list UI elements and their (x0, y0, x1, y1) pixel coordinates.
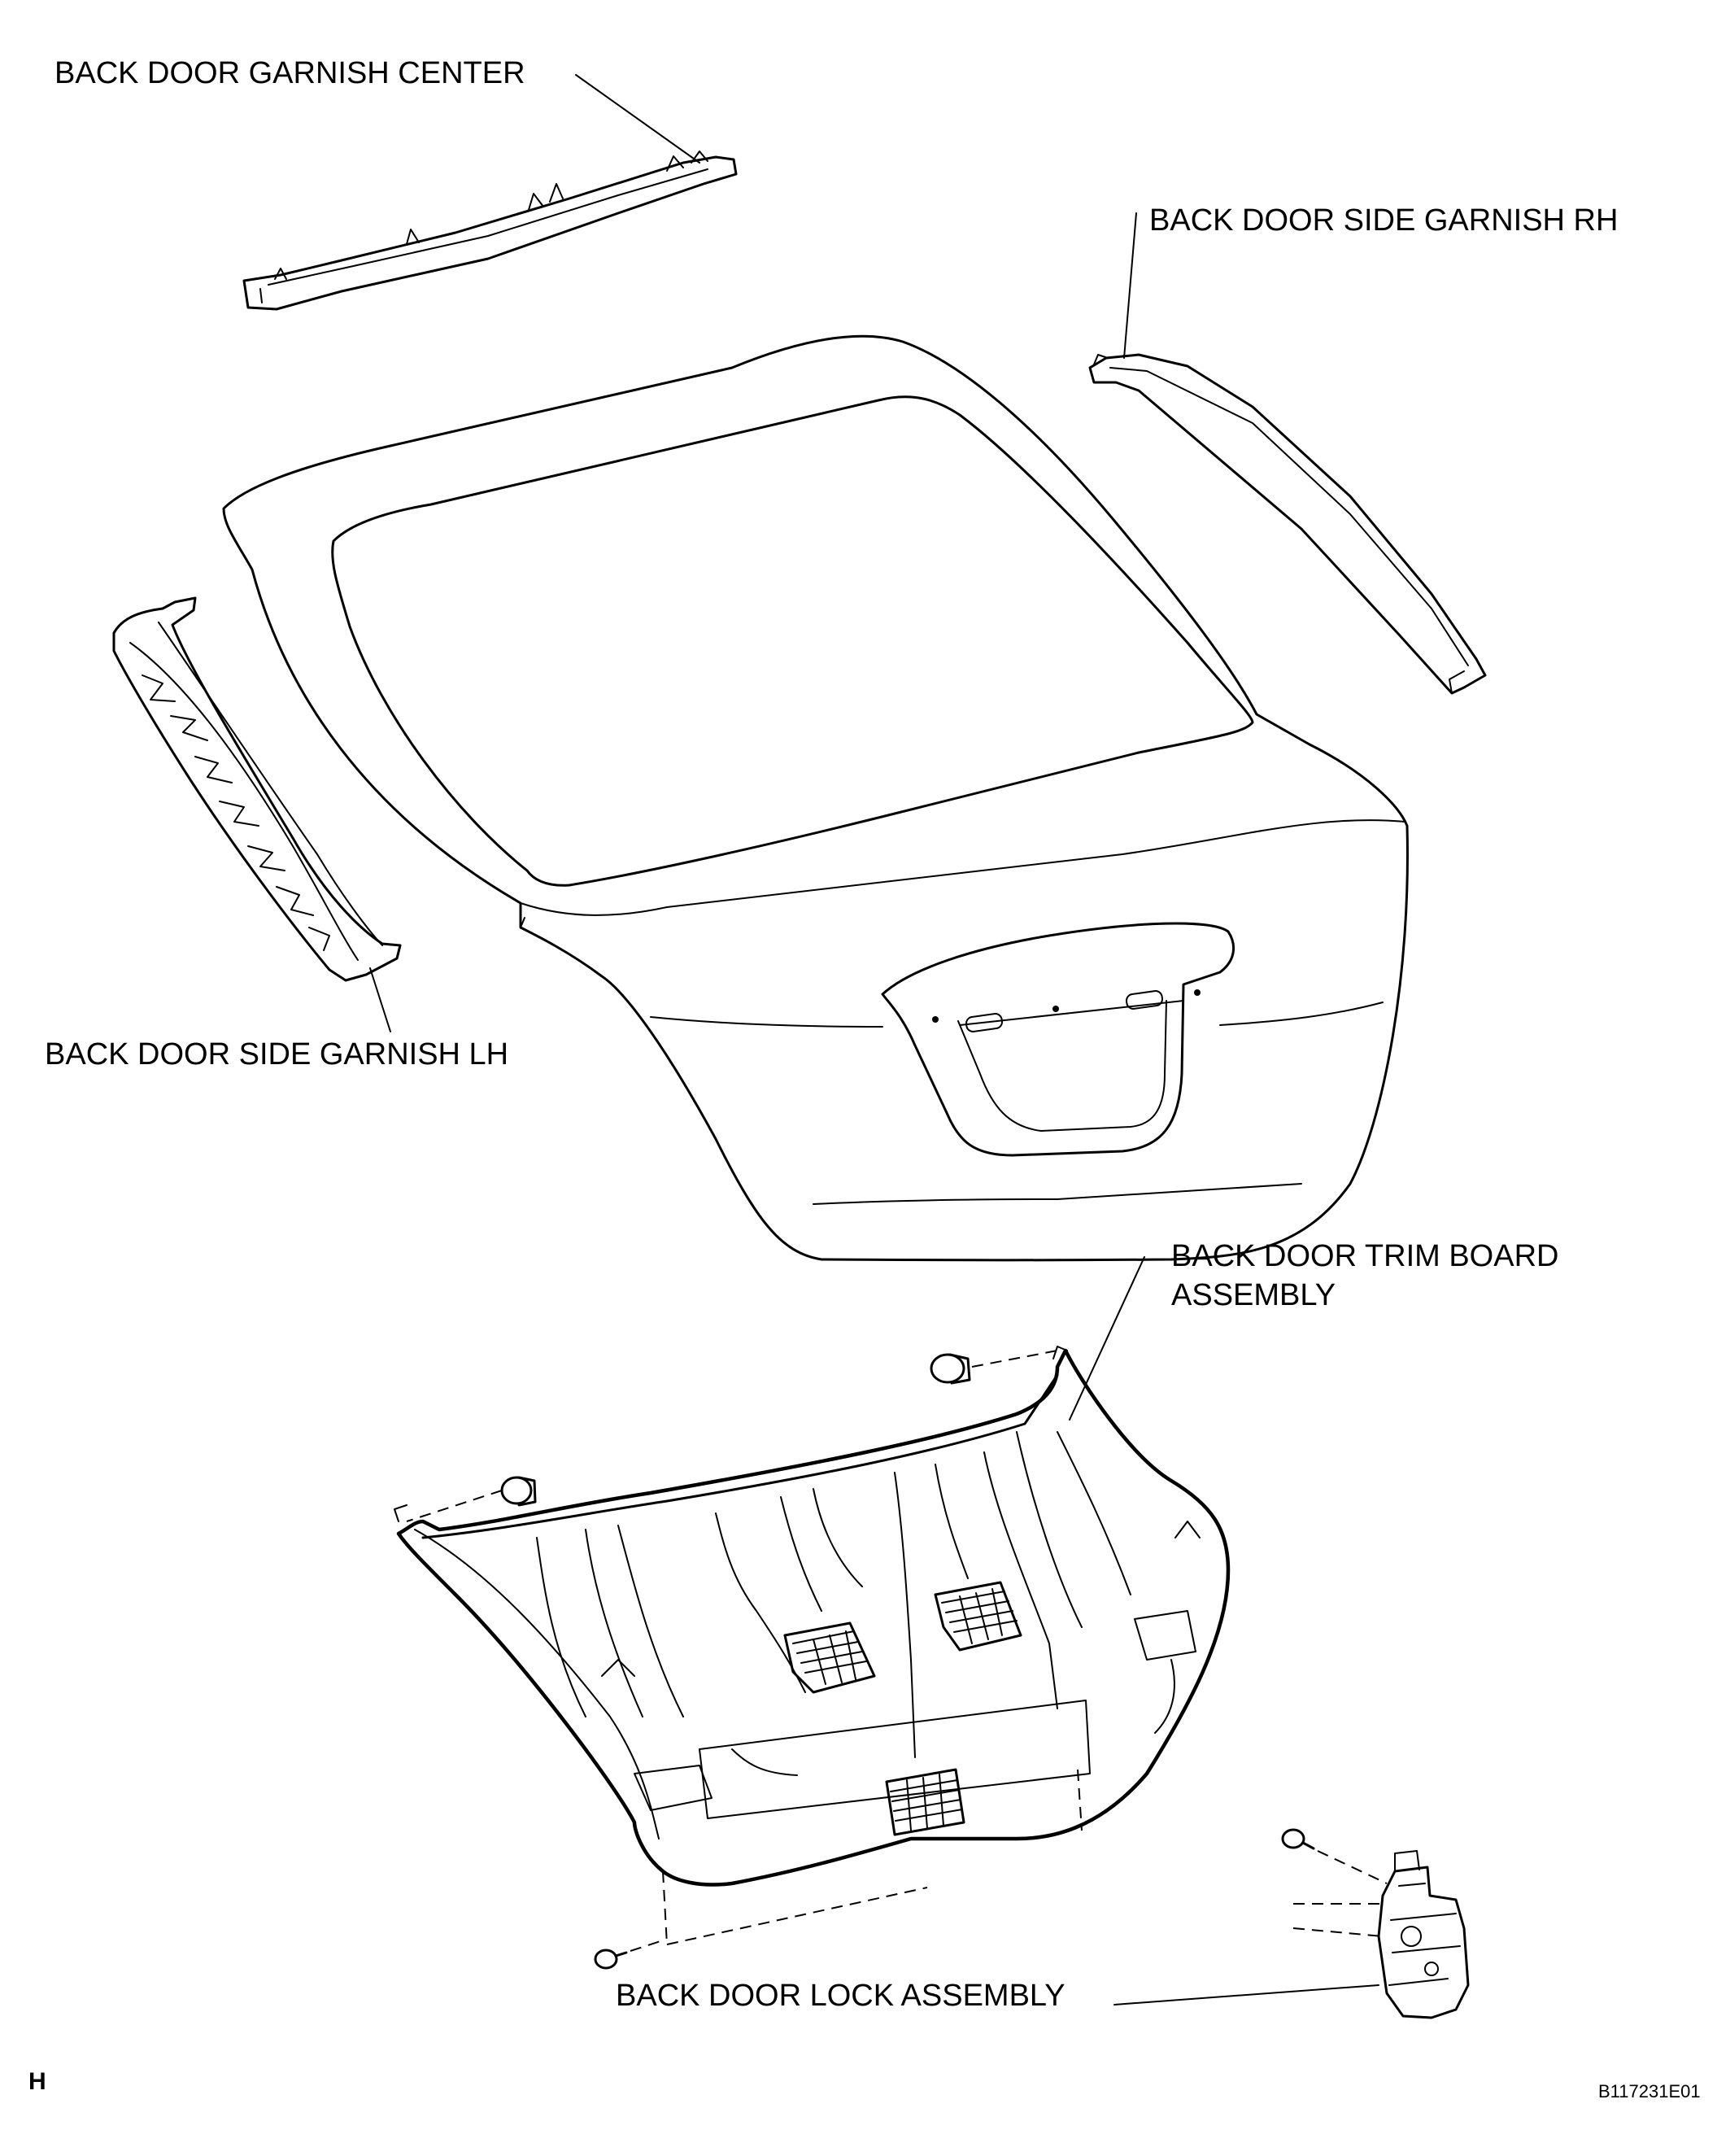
label-back-door-lock-assembly: BACK DOOR LOCK ASSEMBLY (616, 1979, 1065, 2013)
label-back-door-side-garnish-rh: BACK DOOR SIDE GARNISH RH (1149, 203, 1618, 238)
back-door-panel (222, 334, 1409, 1262)
back-door-garnish-center (242, 151, 738, 311)
leader-lines (369, 74, 1379, 2005)
figure-code: B117231E01 (1598, 2081, 1701, 2101)
label-back-door-trim-board-line2: ASSEMBLY (1171, 1278, 1336, 1312)
trim-board-vent-left (783, 1621, 876, 1694)
screw-bottom-left (594, 1769, 1083, 1970)
screw-lock (1281, 1828, 1388, 1884)
back-door-trim-board-assembly (394, 1346, 1231, 1887)
corner-mark: H (28, 2068, 46, 2095)
trim-board-vent-lower (885, 1768, 965, 1836)
label-back-door-trim-board-line1: BACK DOOR TRIM BOARD (1171, 1239, 1558, 1273)
label-back-door-side-garnish-lh: BACK DOOR SIDE GARNISH LH (45, 1037, 508, 1071)
label-back-door-garnish-center: BACK DOOR GARNISH CENTER (54, 56, 525, 90)
trim-board-vent-right (934, 1581, 1022, 1652)
clip-left (406, 1476, 537, 1522)
back-door-side-garnish-rh (1088, 353, 1487, 695)
clip-top (930, 1350, 1058, 1385)
back-door-side-garnish-lh (112, 596, 402, 982)
back-door-lock-assembly (1292, 1850, 1470, 2019)
